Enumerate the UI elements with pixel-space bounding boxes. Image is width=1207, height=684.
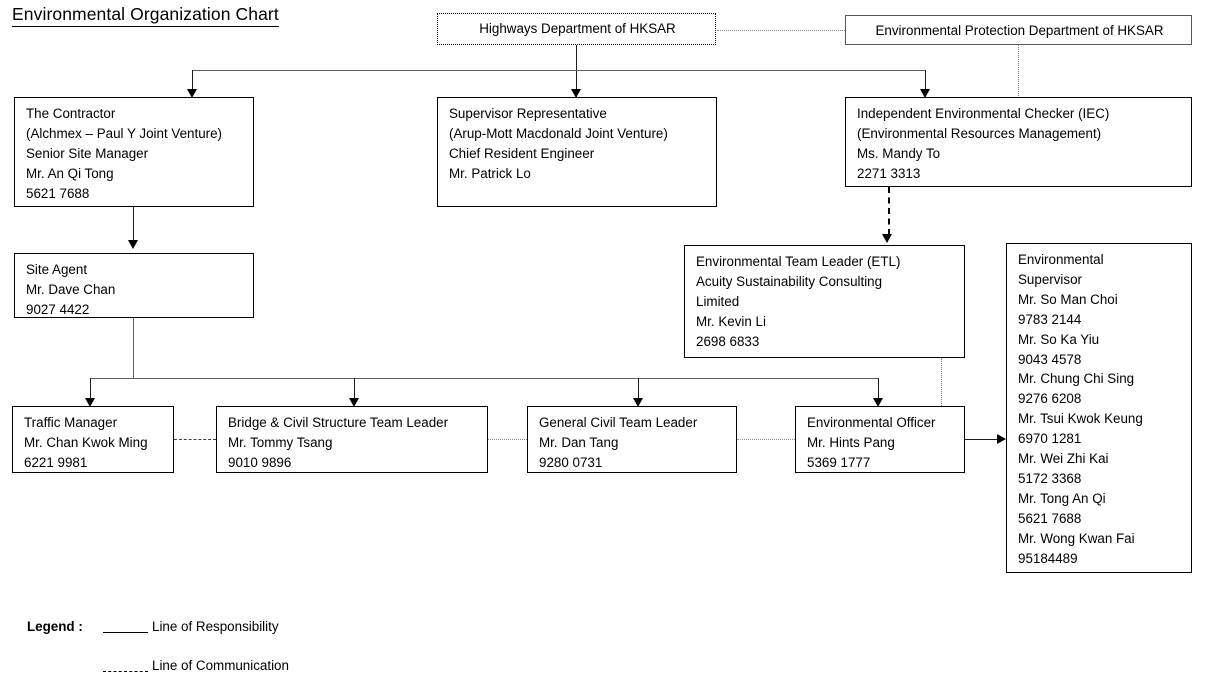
node-line: Mr. Tong An Qi xyxy=(1018,490,1106,506)
node-line: 95184489 xyxy=(1018,550,1078,566)
legend-label: Legend : xyxy=(27,619,83,634)
node-environmental-officer[interactable]: Environmental Officer Mr. Hints Pang 536… xyxy=(795,406,965,473)
arrow-to-bridge-civil-team-leader xyxy=(349,398,359,407)
node-line: Mr. Hints Pang xyxy=(807,435,895,450)
legend-solid-line-sample xyxy=(103,632,148,633)
node-line: 5621 7688 xyxy=(26,186,90,201)
arrow-to-contractor xyxy=(187,89,197,98)
node-line: The Contractor xyxy=(26,106,116,121)
node-line: 2271 3313 xyxy=(857,166,921,181)
connector-bus-right-leg xyxy=(925,70,926,96)
connector-traffic-to-bridge xyxy=(174,439,216,440)
node-line: (Environmental Resources Management) xyxy=(857,126,1102,141)
node-line: 5172 3368 xyxy=(1018,470,1082,486)
node-line: 5369 1777 xyxy=(807,455,871,470)
connector-highways-to-epd xyxy=(717,30,845,31)
node-line: 9043 4578 xyxy=(1018,351,1082,367)
node-line: Site Agent xyxy=(26,262,88,277)
node-line: (Alchmex – Paul Y Joint Venture) xyxy=(26,126,223,141)
arrow-to-site-agent xyxy=(128,240,138,249)
node-line: Traffic Manager xyxy=(24,415,118,430)
node-line: 9027 4422 xyxy=(26,302,90,317)
node-line: Mr. Chan Kwok Ming xyxy=(24,435,148,450)
node-line: Bridge & Civil Structure Team Leader xyxy=(228,415,449,430)
node-line: 2698 6833 xyxy=(696,334,760,349)
node-line: Mr. Kevin Li xyxy=(696,314,766,329)
arrow-to-traffic-manager xyxy=(85,398,95,407)
node-line: 9010 9896 xyxy=(228,455,292,470)
arrow-to-general-civil-team-leader xyxy=(633,398,643,407)
connector-etl-to-environmental-officer xyxy=(941,358,942,408)
node-line: Mr. Wei Zhi Kai xyxy=(1018,451,1109,467)
connector-top-bus xyxy=(192,70,926,71)
node-line: 6970 1281 xyxy=(1018,431,1082,447)
legend-communication-text: Line of Communication xyxy=(152,658,289,673)
node-line: Mr. Patrick Lo xyxy=(449,166,531,181)
connector-officer-to-supervisor xyxy=(965,439,1001,440)
node-contractor[interactable]: The Contractor (Alchmex – Paul Y Joint V… xyxy=(14,97,254,207)
node-line: 6221 9981 xyxy=(24,455,88,470)
node-line: Mr. An Qi Tong xyxy=(26,166,114,181)
node-line: Mr. Chung Chi Sing xyxy=(1018,371,1135,387)
arrow-to-iec xyxy=(920,89,930,98)
arrow-to-supervisor-representative xyxy=(571,89,581,98)
arrow-to-etl xyxy=(882,234,892,243)
node-line: Environmental Officer xyxy=(807,415,936,430)
page-title: Environmental Organization Chart xyxy=(12,3,279,27)
node-traffic-manager[interactable]: Traffic Manager Mr. Chan Kwok Ming 6221 … xyxy=(12,406,174,473)
node-line: General Civil Team Leader xyxy=(539,415,698,430)
node-line: Mr. So Man Choi xyxy=(1018,291,1118,307)
node-environmental-protection-department[interactable]: Environmental Protection Department of H… xyxy=(845,15,1192,45)
connector-general-to-environmental-officer xyxy=(737,439,795,440)
connector-bus-left-leg xyxy=(192,70,193,96)
node-line: (Arup-Mott Macdonald Joint Venture) xyxy=(449,126,668,141)
node-line: Limited xyxy=(696,294,740,309)
connector-iec-to-etl xyxy=(888,187,890,235)
connector-bottom-bus-left-leg xyxy=(90,378,91,404)
node-independent-environmental-checker[interactable]: Independent Environmental Checker (IEC) … xyxy=(845,97,1192,187)
node-line: Mr. Dave Chan xyxy=(26,282,116,297)
node-line: 5621 7688 xyxy=(1018,510,1082,526)
node-line: Acuity Sustainability Consulting xyxy=(696,274,883,289)
node-site-agent[interactable]: Site Agent Mr. Dave Chan 9027 4422 xyxy=(14,253,254,318)
node-line: Environmental Protection Department of H… xyxy=(875,23,1164,38)
node-highways-department[interactable]: Highways Department of HKSAR xyxy=(437,13,716,45)
node-bridge-civil-structure-team-leader[interactable]: Bridge & Civil Structure Team Leader Mr.… xyxy=(216,406,488,473)
connector-contractor-to-site-agent xyxy=(133,207,134,243)
arrow-to-environmental-supervisor xyxy=(997,434,1006,444)
node-line: Environmental xyxy=(1018,252,1104,267)
arrow-to-environmental-officer xyxy=(873,398,883,407)
node-supervisor-representative[interactable]: Supervisor Representative (Arup-Mott Mac… xyxy=(437,97,717,207)
node-environmental-supervisor[interactable]: Environmental Supervisor Mr. So Man Choi… xyxy=(1006,243,1192,573)
node-line: Chief Resident Engineer xyxy=(449,146,595,161)
node-line: 9276 6208 xyxy=(1018,391,1082,407)
node-line: Mr. Dan Tang xyxy=(539,435,619,450)
connector-bridge-to-general xyxy=(488,439,527,440)
node-line: Supervisor xyxy=(1018,271,1083,287)
node-line: Mr. Wong Kwan Fai xyxy=(1018,530,1135,546)
node-line: Mr. So Ka Yiu xyxy=(1018,331,1100,347)
node-line: Mr. Tsui Kwok Keung xyxy=(1018,411,1143,427)
node-line: Independent Environmental Checker (IEC) xyxy=(857,106,1110,121)
connector-bottom-bus xyxy=(90,378,878,379)
node-line: Ms. Mandy To xyxy=(857,146,941,161)
node-line: Mr. Tommy Tsang xyxy=(228,435,333,450)
legend-dashed-line-sample xyxy=(103,671,148,672)
node-general-civil-team-leader[interactable]: General Civil Team Leader Mr. Dan Tang 9… xyxy=(527,406,737,473)
node-line: Environmental Team Leader (ETL) xyxy=(696,254,901,269)
node-line: 9280 0731 xyxy=(539,455,603,470)
legend-responsibility-text: Line of Responsibility xyxy=(152,619,279,634)
node-line: Senior Site Manager xyxy=(26,146,149,161)
node-line: Supervisor Representative xyxy=(449,106,607,121)
connector-epd-drop xyxy=(1018,45,1019,98)
connector-bottom-bus-leg-2 xyxy=(354,378,355,404)
node-line: 9783 2144 xyxy=(1018,311,1082,327)
node-line: Highways Department of HKSAR xyxy=(479,21,676,36)
connector-bottom-bus-leg-3 xyxy=(638,378,639,404)
node-environmental-team-leader[interactable]: Environmental Team Leader (ETL) Acuity S… xyxy=(684,245,965,358)
connector-site-agent-drop xyxy=(133,318,134,378)
connector-bottom-bus-right-leg xyxy=(878,378,879,404)
connector-highways-drop xyxy=(576,45,577,98)
